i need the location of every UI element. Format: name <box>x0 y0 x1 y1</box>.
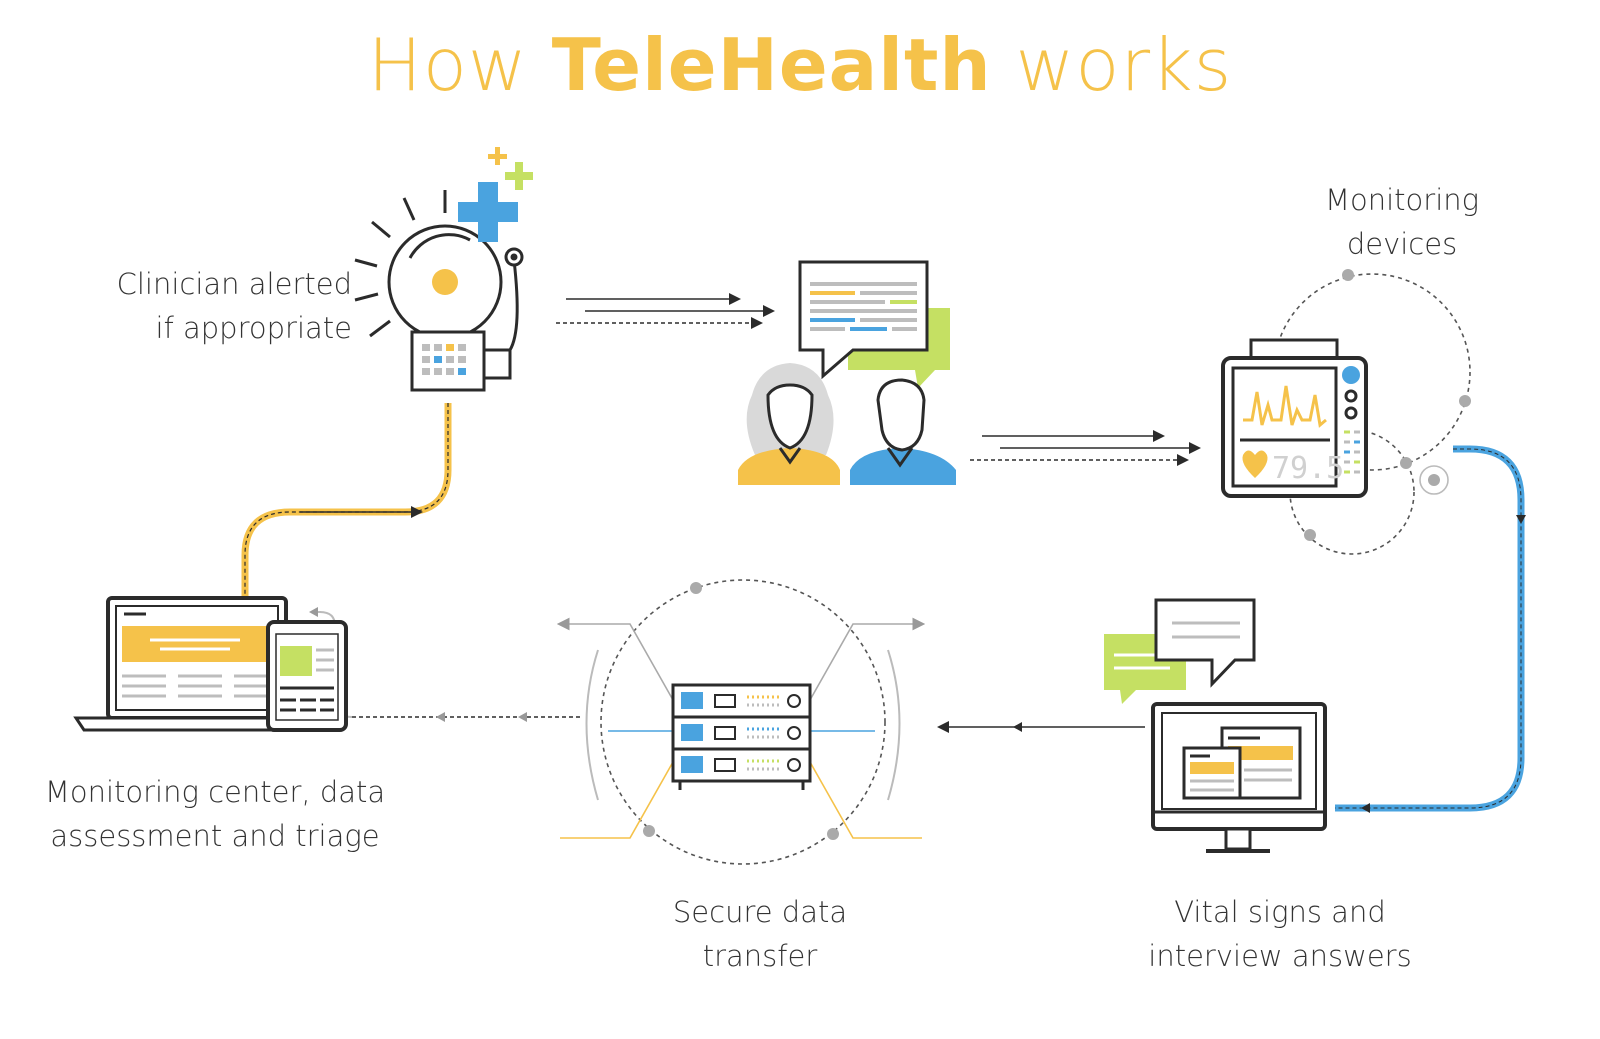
medical-cross-icon <box>458 147 533 242</box>
arrow-desktop-to-server <box>937 721 1145 733</box>
server-rack-icon <box>671 683 812 790</box>
label-clinician-alerted: Clinician alerted if appropriate <box>116 267 352 345</box>
label-monitoring-devices: Monitoring devices <box>1324 183 1480 261</box>
label-vital-signs: Vital signs and interview answers <box>1148 895 1412 973</box>
server-orbit <box>585 579 901 865</box>
alarm-bell-icon <box>354 190 524 392</box>
arrow-group-middle <box>970 430 1201 466</box>
connector-vital-path <box>1335 445 1526 813</box>
desktop-monitor-icon <box>1104 598 1327 853</box>
label-monitoring-center: Monitoring center, data assessment and t… <box>44 775 386 853</box>
label-secure-data-transfer: Secure data transfer <box>672 895 848 973</box>
monitor-readout: 79.5 <box>1272 451 1344 486</box>
alarm-rays <box>354 190 447 338</box>
server-branch-lines <box>556 617 926 839</box>
chat-people-icon <box>738 260 956 485</box>
laptop-tablet-icon <box>73 596 348 732</box>
arrow-group-top <box>556 293 775 329</box>
connector-alert-path <box>241 403 452 598</box>
vital-monitor-icon: 79.5 <box>1221 338 1368 498</box>
page-title: How TeleHealth works <box>367 23 1233 107</box>
orbit-dots <box>1304 269 1471 541</box>
arrow-server-to-center <box>309 607 580 722</box>
